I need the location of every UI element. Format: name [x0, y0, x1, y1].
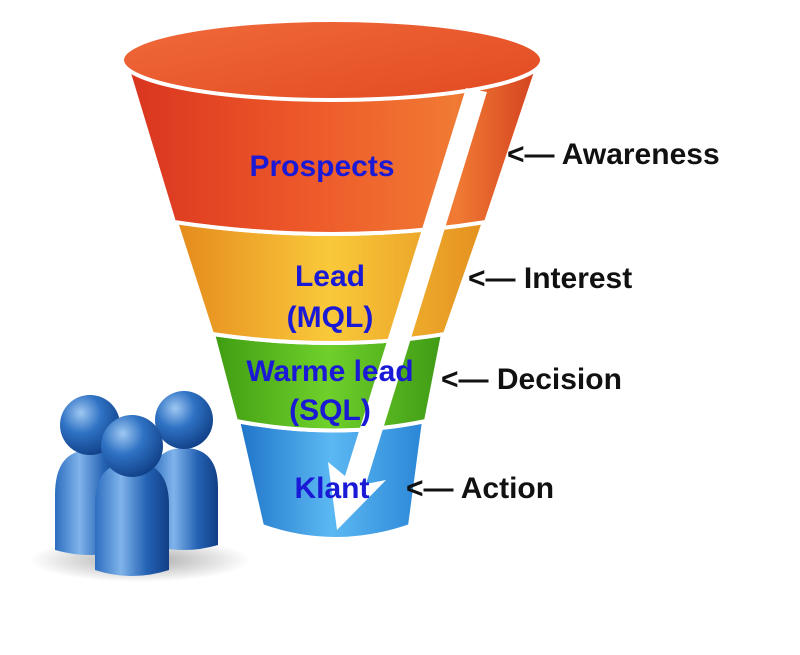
level-label-klant: Klant — [295, 472, 370, 505]
stage-labels: <— Awareness <— Interest <— Decision <— … — [406, 138, 720, 505]
level-label-sql: (SQL) — [289, 394, 371, 427]
stage-label-awareness: <— Awareness — [507, 138, 720, 171]
funnel-rim — [120, 18, 544, 102]
funnel — [120, 18, 544, 541]
users-group-icon — [30, 391, 250, 582]
funnel-labels: Prospects Lead (MQL) Warme lead (SQL) Kl… — [246, 150, 413, 505]
level-label-prospects: Prospects — [249, 150, 394, 183]
level-label-lead: Lead — [295, 260, 365, 293]
level-label-mql: (MQL) — [287, 301, 374, 334]
level-label-warme-lead: Warme lead — [246, 355, 413, 388]
stage-label-interest: <— Interest — [468, 262, 632, 295]
funnel-arrow — [328, 88, 487, 530]
stage-label-action: <— Action — [406, 472, 554, 505]
stage-label-decision: <— Decision — [441, 363, 622, 396]
